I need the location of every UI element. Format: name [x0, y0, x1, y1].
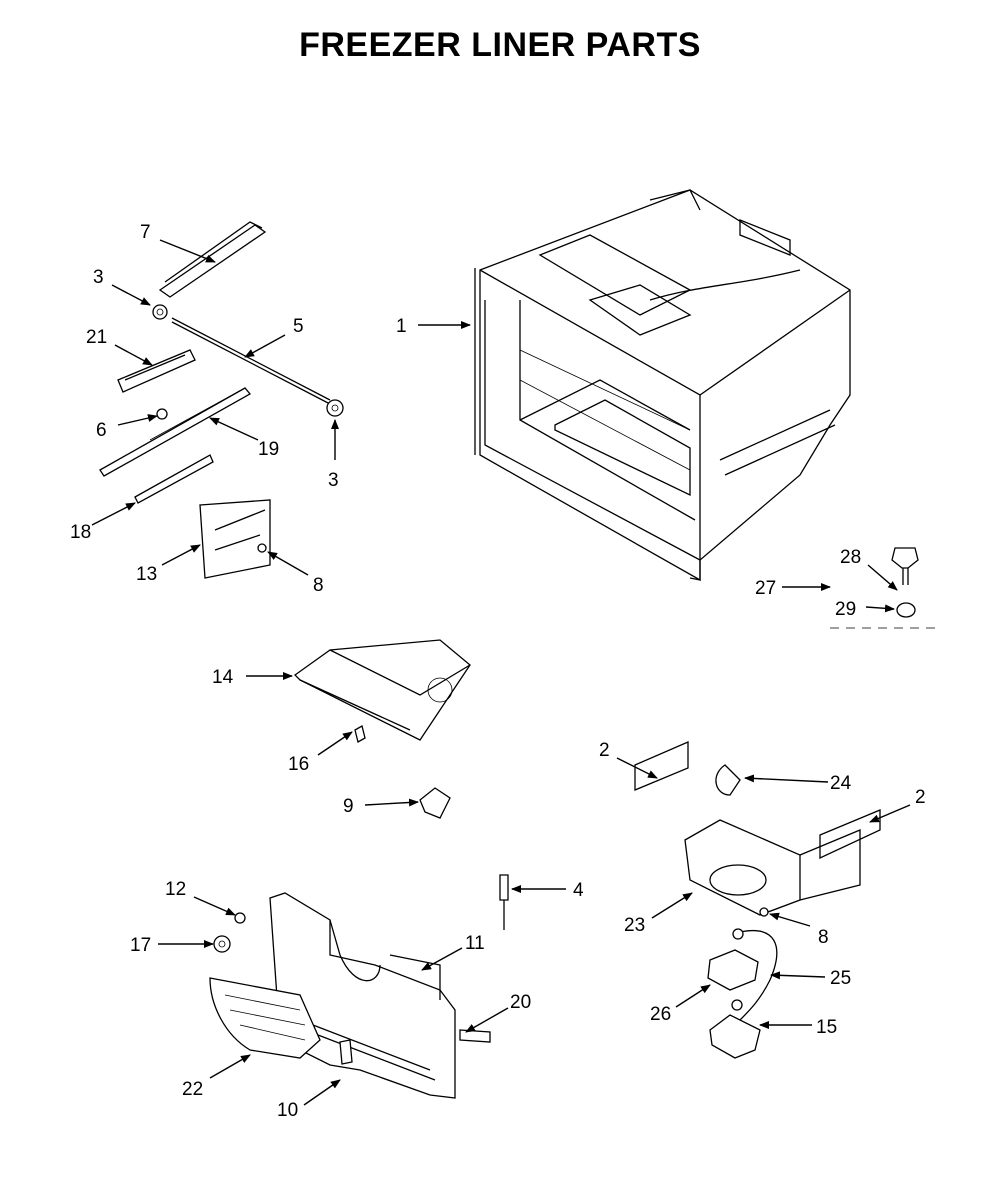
callout-26: 26: [650, 1004, 671, 1025]
part-15-bracket: [709, 999, 761, 1059]
callout-14: 14: [212, 667, 234, 688]
part-3-bushing-upper: [152, 304, 168, 320]
part-18-rack: [134, 454, 214, 504]
part-8-screw-upper: [257, 543, 267, 553]
callout-5: 5: [293, 316, 304, 337]
part-11-duct: [269, 892, 456, 1099]
callout-13: 13: [136, 564, 157, 585]
part-23-base: [684, 819, 861, 916]
callout-12: 12: [165, 879, 186, 900]
part-20-strip: [459, 1029, 491, 1043]
part-28-fitting: [891, 547, 919, 585]
part-21-bracket: [117, 349, 196, 393]
callout-10: 10: [277, 1100, 298, 1121]
part-16-clip: [354, 725, 366, 743]
callout-11: 11: [465, 933, 485, 954]
callout-25: 25: [830, 968, 851, 989]
part-19-rack: [99, 387, 251, 477]
callout-16: 16: [288, 754, 309, 775]
callout-22: 22: [182, 1079, 203, 1100]
part-6-clip: [156, 408, 168, 420]
part-25-wire: [732, 928, 778, 1021]
part-24-cap: [715, 764, 741, 796]
callout-21: 21: [86, 327, 107, 348]
callout-8: 8: [818, 927, 829, 948]
part-17-fan: [213, 935, 231, 953]
callout-8: 8: [313, 575, 324, 596]
part-4-pin: [499, 874, 509, 930]
callout-labels: 7 3 5 21 6 19 3 18 13 8 1 28 27 29 14 16…: [70, 222, 926, 1121]
part-2-strip-left: [634, 741, 689, 791]
callout-23: 23: [624, 915, 645, 936]
callout-1: 1: [396, 316, 407, 337]
callout-19: 19: [258, 439, 279, 460]
callout-7: 7: [140, 222, 151, 243]
callout-28: 28: [840, 547, 861, 568]
leader-arrows: [91, 239, 911, 1106]
callout-2: 2: [915, 787, 926, 808]
callout-3: 3: [93, 267, 104, 288]
part-13-panel: [199, 499, 271, 579]
callout-24: 24: [830, 773, 852, 794]
callout-15: 15: [816, 1017, 837, 1038]
part-14-housing: [293, 639, 471, 741]
callout-6: 6: [96, 420, 107, 441]
part-1-freezer-liner: [474, 189, 851, 582]
part-29-washer: [896, 602, 916, 618]
callout-20: 20: [510, 992, 531, 1013]
callout-27: 27: [755, 578, 776, 599]
diagram-title: FREEZER LINER PARTS: [299, 26, 701, 64]
callout-9: 9: [343, 796, 354, 817]
part-26-sensor: [707, 949, 759, 991]
callout-18: 18: [70, 522, 91, 543]
callout-3: 3: [328, 470, 339, 491]
part-7-rail: [158, 221, 267, 298]
callout-2: 2: [599, 740, 610, 761]
callout-29: 29: [835, 599, 856, 620]
callout-4: 4: [573, 880, 584, 901]
part-3-bushing-lower: [326, 399, 344, 417]
part-12-screw: [234, 912, 246, 924]
callout-17: 17: [130, 935, 151, 956]
part-5-rod: [171, 317, 331, 405]
part-22-grille: [209, 977, 321, 1059]
part-9-knob: [419, 787, 451, 819]
part-8-screw-lower: [759, 907, 769, 917]
part-10-clip: [339, 1039, 353, 1065]
